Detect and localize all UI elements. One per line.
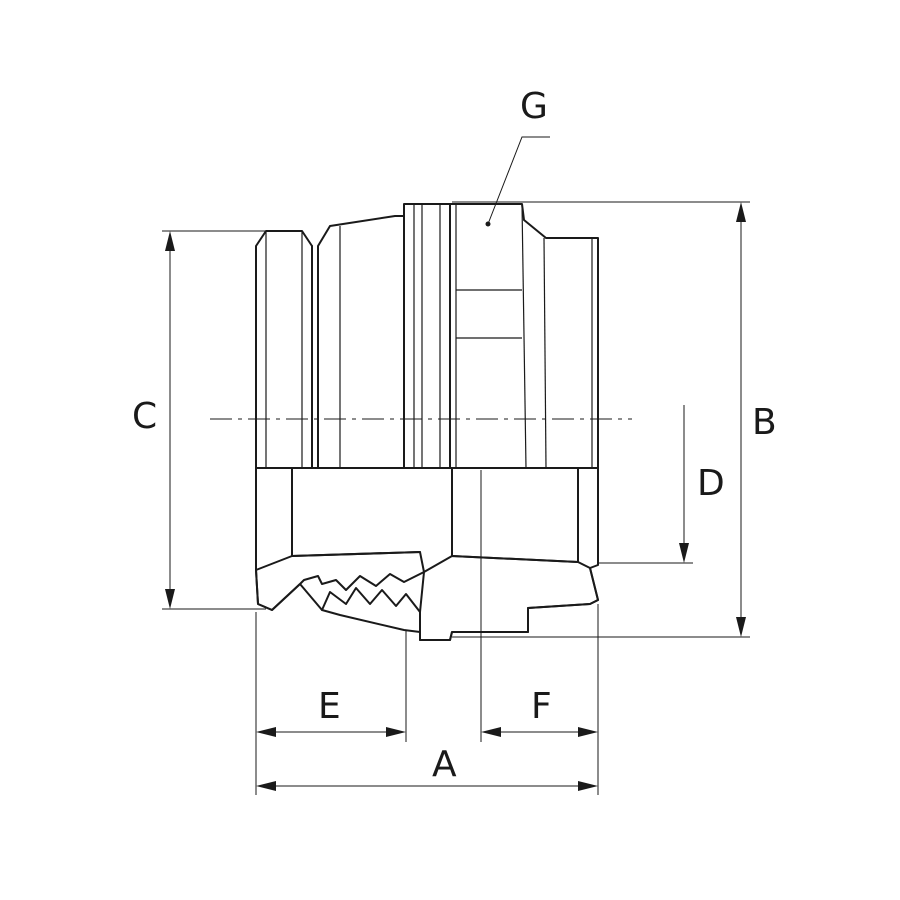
arrow-head	[679, 543, 689, 563]
section-outline	[255, 467, 599, 641]
hex-line	[521, 203, 527, 469]
label-c: C	[132, 396, 157, 437]
collar-outline	[403, 203, 451, 469]
fitting-body	[255, 203, 599, 641]
arrow-head	[256, 781, 276, 791]
dimension-d: D	[598, 405, 725, 564]
label-a: A	[432, 744, 457, 785]
arrow-head	[386, 727, 406, 737]
hex-line	[543, 237, 547, 469]
arrow-head	[165, 589, 175, 609]
hatched-section-left	[255, 551, 425, 611]
dimension-g: G	[487, 86, 550, 225]
tapered-body-outline	[317, 215, 405, 469]
dimension-c: C	[132, 230, 266, 610]
hatched-section-right	[419, 555, 599, 641]
arrow-head	[481, 727, 501, 737]
label-f: F	[531, 686, 552, 727]
dimension-bottom: E F A	[255, 470, 599, 795]
label-g: G	[520, 86, 548, 127]
internal-thread	[321, 587, 421, 613]
label-d: D	[697, 463, 725, 504]
dimension-b: B	[452, 201, 777, 638]
arrow-head	[165, 231, 175, 251]
male-thread-outline	[255, 230, 313, 469]
arrow-head	[736, 202, 746, 222]
label-e: E	[318, 686, 341, 727]
arrow-head	[256, 727, 276, 737]
arrow-head	[578, 727, 598, 737]
leader-line	[487, 136, 550, 225]
arrow-head	[578, 781, 598, 791]
arrow-head	[736, 617, 746, 637]
label-b: B	[752, 402, 777, 443]
